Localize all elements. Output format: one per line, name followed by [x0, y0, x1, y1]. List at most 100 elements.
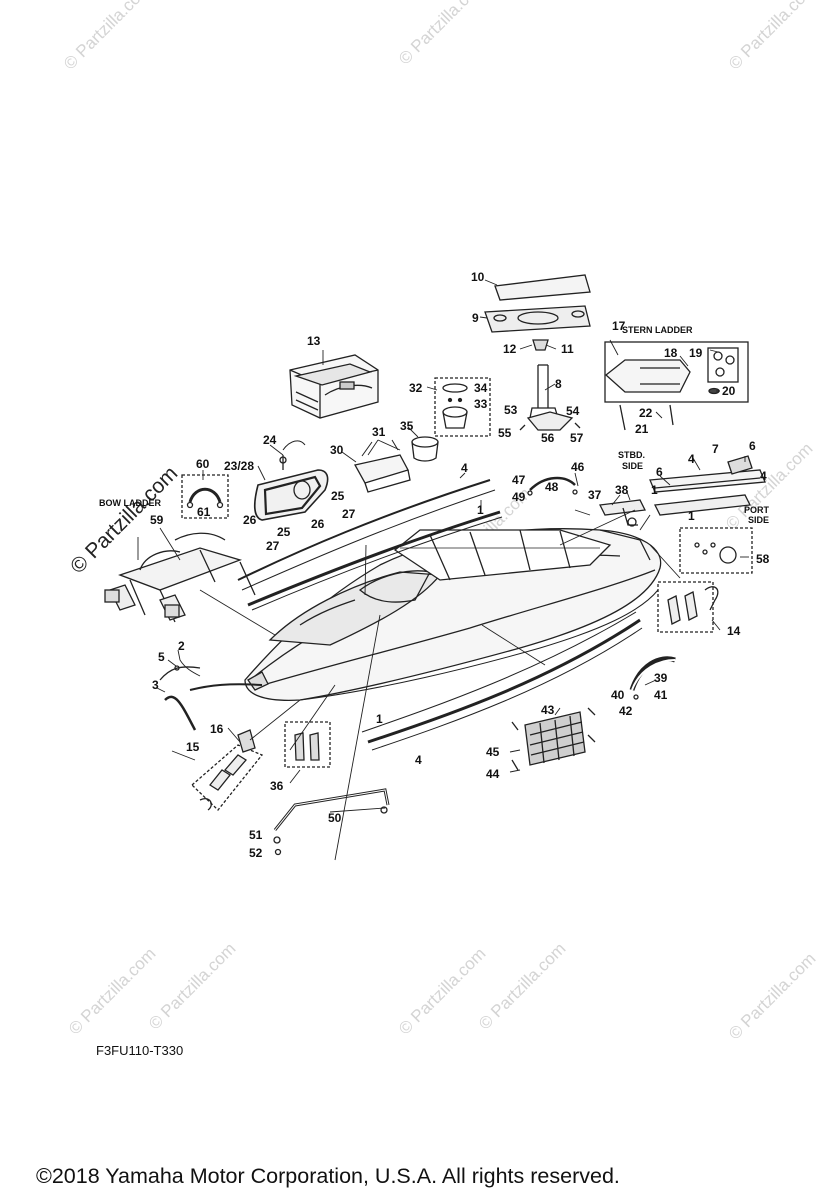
part-label-1b: 1 [651, 483, 658, 497]
part-label-14: 14 [727, 624, 741, 638]
part-label-53: 54 [566, 404, 580, 418]
part-label-25a: 25 [331, 489, 345, 503]
part-label-47: 48 [545, 480, 559, 494]
rub-rail-upper-left [237, 479, 503, 611]
port-side-tag-2: SIDE [748, 515, 769, 525]
diagram-code: F3FU110-T330 [96, 1043, 184, 1058]
part-14-cleats [657, 581, 719, 633]
part-label-37: 38 [615, 483, 629, 497]
part-label-1c: 1 [688, 509, 695, 523]
part-label-6a: 6 [749, 439, 756, 453]
part-label-2: 2 [178, 639, 185, 653]
part-label-1d: 1 [376, 712, 383, 726]
part-17-stern-ladder [604, 341, 749, 431]
part-label-10: 10 [471, 270, 485, 284]
part-label-50: 51 [249, 828, 263, 842]
part-labels: 10 9 12 11 8 53 54 55 56 57 13 32 34 33 … [150, 270, 770, 860]
part-label-44: 45 [486, 745, 500, 759]
part-label-1a: 1 [477, 503, 484, 517]
part-label-31: 32 [409, 381, 423, 395]
part-2-bow-strip [159, 665, 263, 731]
part-label-56: 57 [570, 431, 584, 445]
part-label-33: 34 [474, 381, 488, 395]
part-label-51: 52 [249, 846, 263, 860]
part-label-27b: 27 [266, 539, 280, 553]
part-label-26a: 26 [311, 517, 325, 531]
part-label-43: 44 [486, 767, 500, 781]
part-label-49: 50 [328, 811, 342, 825]
part-label-16: 16 [210, 722, 224, 736]
part-10-pad [494, 274, 591, 301]
part-31-cup-holder [434, 377, 491, 437]
part-label-60: 61 [197, 505, 211, 519]
part-label-4c: 4 [760, 469, 767, 483]
bow-ladder-tag: BOW LADDER [99, 498, 161, 508]
part-15-cleats [191, 729, 264, 811]
port-side-tag-1: PORT [744, 505, 770, 515]
stern-ladder-tag: STERN LADDER [622, 325, 693, 335]
part-label-19: 19 [689, 346, 703, 360]
part-label-41: 42 [619, 704, 633, 718]
part-label-57: 58 [756, 552, 770, 566]
part-label-23-28: 23/28 [224, 459, 254, 473]
part-9-cover [484, 305, 591, 333]
part-label-55: 56 [541, 431, 555, 445]
part-label-39: 40 [611, 688, 625, 702]
part-label-58: 59 [150, 513, 164, 527]
part-23-hatch [253, 440, 329, 521]
part-label-5: 5 [158, 650, 165, 664]
part-59-handle [181, 474, 229, 519]
part-label-3: 3 [152, 678, 159, 692]
part-45-handrail [527, 476, 578, 496]
part-label-45: 46 [571, 460, 585, 474]
part-label-32: 33 [474, 397, 488, 411]
part-42-net [511, 707, 596, 771]
part-29-tray [354, 439, 411, 493]
part-label-22: 22 [639, 406, 653, 420]
part-52-56-bracket [519, 411, 581, 431]
part-label-38: 39 [654, 671, 668, 685]
part-label-9: 9 [472, 311, 479, 325]
boat-hull [244, 528, 662, 701]
part-label-30: 31 [372, 425, 386, 439]
part-label-36: 37 [588, 488, 602, 502]
part-label-12: 12 [503, 342, 517, 356]
part-8-post [529, 339, 559, 419]
part-label-13: 13 [307, 334, 321, 348]
leader-lines [137, 279, 749, 861]
part-label-59: 60 [196, 457, 210, 471]
part-label-26b: 26 [243, 513, 257, 527]
part-label-7: 7 [712, 442, 719, 456]
part-label-52: 53 [504, 403, 518, 417]
part-label-4a: 4 [461, 461, 468, 475]
part-label-20: 20 [722, 384, 736, 398]
part-label-4b: 4 [688, 452, 695, 466]
part-label-17: 17 [612, 319, 626, 333]
copyright-notice: ©2018 Yamaha Motor Corporation, U.S.A. A… [36, 1164, 620, 1188]
part-label-54: 55 [498, 426, 512, 440]
stbd-side-tag-2: SIDE [622, 461, 643, 471]
part-label-8: 8 [555, 377, 562, 391]
part-13-cooler [289, 354, 379, 419]
part-35-box [284, 721, 331, 768]
part-label-48: 49 [512, 490, 526, 504]
part-label-35: 36 [270, 779, 284, 793]
part-label-29: 30 [330, 443, 344, 457]
part-label-25b: 25 [277, 525, 291, 539]
stbd-side-tag-1: STBD. [618, 450, 645, 460]
part-57-box [679, 527, 753, 574]
part-label-34: 35 [400, 419, 414, 433]
part-label-4d: 4 [415, 753, 422, 767]
part-label-27a: 27 [342, 507, 356, 521]
part-58-bow-ladder [104, 532, 256, 623]
part-stbd-rail [649, 455, 766, 516]
part-label-46: 47 [512, 473, 526, 487]
part-49-grab-bar [273, 788, 390, 856]
part-label-6b: 6 [656, 465, 663, 479]
part-34-cup [411, 436, 439, 462]
part-label-24: 24 [263, 433, 277, 447]
part-label-11: 11 [561, 342, 574, 356]
part-label-40: 41 [654, 688, 668, 702]
part-label-18: 18 [664, 346, 678, 360]
